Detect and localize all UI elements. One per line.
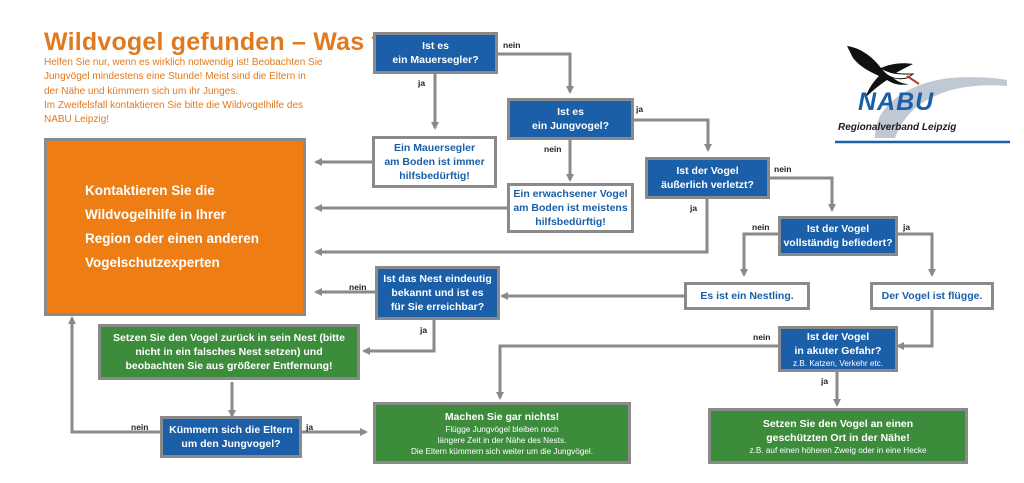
node-line: beobachten Sie aus größerer Entfernung! [125, 360, 333, 372]
node-sub: Die Eltern kümmern sich weiter um die Ju… [410, 446, 594, 456]
node-line: für Sie erreichbar? [390, 301, 485, 313]
answer-fluegge: Der Vogel ist flügge. [870, 282, 994, 310]
action-gar-nichts: Machen Sie gar nichts! Flügge Jungvögel … [373, 402, 631, 464]
intro-line: Jungvögel mindestens eine Stunde! Meist … [44, 71, 306, 83]
node-line: bekannt und ist es [391, 287, 484, 299]
edge-label-no: nein [774, 164, 792, 174]
arrow [740, 232, 780, 277]
node-line: hilfsbedürftig! [535, 216, 606, 228]
contact-line: Wildvogelhilfe in Ihrer [85, 207, 226, 222]
nabu-logo [835, 38, 1010, 148]
node-line: Ist es [557, 106, 584, 118]
question-eltern: Kümmern sich die Eltern um den Jungvogel… [160, 416, 302, 458]
arrow [897, 232, 936, 277]
intro-line: der Nähe und kümmern sich um ihr Junges. [44, 85, 238, 97]
edge-label-no: nein [753, 332, 771, 342]
intro-line: Im Zweifelsfall kontaktieren Sie bitte d… [44, 99, 304, 111]
arrow [314, 196, 709, 256]
node-line: am Boden ist immer [384, 156, 485, 168]
node-line: Kümmern sich die Eltern [169, 424, 293, 436]
node-line: Ein Mauersegler [393, 142, 476, 154]
node-line: Ist das Nest eindeutig [383, 273, 492, 285]
node-line: ein Jungvogel? [531, 120, 609, 132]
page-title: Wildvogel gefunden – Was tun? [44, 28, 427, 56]
node-line: Setzen Sie den Vogel zurück in sein Nest… [112, 332, 346, 344]
node-line: äußerlich verletzt? [661, 179, 754, 191]
node-line: vollständig befiedert? [783, 237, 893, 249]
question-befiedert: Ist der Vogel vollständig befiedert? [778, 216, 898, 256]
node-title: Setzen Sie den Vogel an einen [762, 417, 914, 430]
node-sub: Flügge Jungvögel bleiben noch [445, 424, 559, 434]
arrow [633, 118, 712, 152]
node-line: um den Jungvogel? [181, 438, 281, 450]
edge-label-no: nein [349, 282, 367, 292]
arrow [896, 307, 934, 350]
contact-line: Kontaktieren Sie die [85, 183, 215, 198]
logo-subtitle: Regionalverband Leipzig [838, 122, 957, 133]
question-mauersegler: Ist es ein Mauersegler? [373, 32, 498, 74]
edge-label-yes: ja [418, 78, 426, 88]
node-line: am Boden ist meistens [513, 202, 628, 214]
arrow [68, 316, 160, 434]
edge-label-yes: ja [903, 222, 911, 232]
node-sub: längere Zeit in der Nähe des Nests. [437, 435, 567, 445]
node-sub: z.B. Katzen, Verkehr etc. [792, 358, 884, 368]
question-gefahr: Ist der Vogel in akuter Gefahr? z.B. Kat… [778, 326, 898, 372]
edge-label-yes: ja [306, 422, 314, 432]
node-title: geschützten Ort in der Nähe! [766, 431, 910, 444]
node-line: Ist der Vogel [676, 165, 739, 177]
node-line: nicht in ein falsches Nest setzen) und [135, 346, 323, 358]
node-line: Ist der Vogel [806, 330, 870, 343]
node-line: ein Mauersegler? [392, 54, 479, 66]
logo-wordmark: NABU [858, 88, 935, 116]
edge-label-yes: ja [821, 376, 829, 386]
question-nest: Ist das Nest eindeutig bekannt und ist e… [375, 266, 500, 320]
arrow [770, 176, 836, 212]
node-title: Machen Sie gar nichts! [444, 410, 560, 423]
edge-label-no: nein [544, 144, 562, 154]
contact-line: Region oder einen anderen [85, 231, 260, 246]
node-line: Ein erwachsener Vogel [513, 188, 628, 200]
arrow [498, 52, 574, 94]
edge-label-yes: ja [420, 325, 428, 335]
question-jungvogel: Ist es ein Jungvogel? [507, 98, 634, 140]
node-line: in akuter Gefahr? [794, 344, 882, 357]
edge-label-yes: ja [636, 104, 644, 114]
answer-mauersegler: Ein Mauersegler am Boden ist immer hilfs… [372, 136, 497, 188]
arrow [362, 319, 436, 355]
contact-line: Vogelschutzexperten [85, 255, 220, 270]
edge-label-no: nein [752, 222, 770, 232]
stork-icon [835, 46, 1010, 144]
node-line: hilfsbedürftig! [399, 170, 470, 182]
node-line: Ist es [422, 40, 449, 52]
node-sub: z.B. auf einen höheren Zweig oder in ein… [749, 445, 927, 455]
intro-text: Helfen Sie nur, wenn es wirklich notwend… [44, 56, 344, 127]
contact-experts-box: Kontaktieren Sie die Wildvogelhilfe in I… [44, 138, 306, 316]
question-verletzt: Ist der Vogel äußerlich verletzt? [645, 157, 770, 199]
arrow [496, 344, 778, 400]
answer-erwachsener-vogel: Ein erwachsener Vogel am Boden ist meist… [507, 183, 634, 233]
edge-label-no: nein [503, 40, 521, 50]
intro-line: NABU Leipzig! [44, 114, 110, 126]
action-zurueck-ins-nest: Setzen Sie den Vogel zurück in sein Nest… [98, 324, 360, 380]
edge-label-no: nein [131, 422, 149, 432]
answer-nestling: Es ist ein Nestling. [684, 282, 810, 310]
intro-line: Helfen Sie nur, wenn es wirklich notwend… [44, 57, 323, 68]
edge-label-yes: ja [690, 203, 698, 213]
node-line: Ist der Vogel [806, 223, 870, 235]
action-geschuetzter-ort: Setzen Sie den Vogel an einen geschützte… [708, 408, 968, 464]
